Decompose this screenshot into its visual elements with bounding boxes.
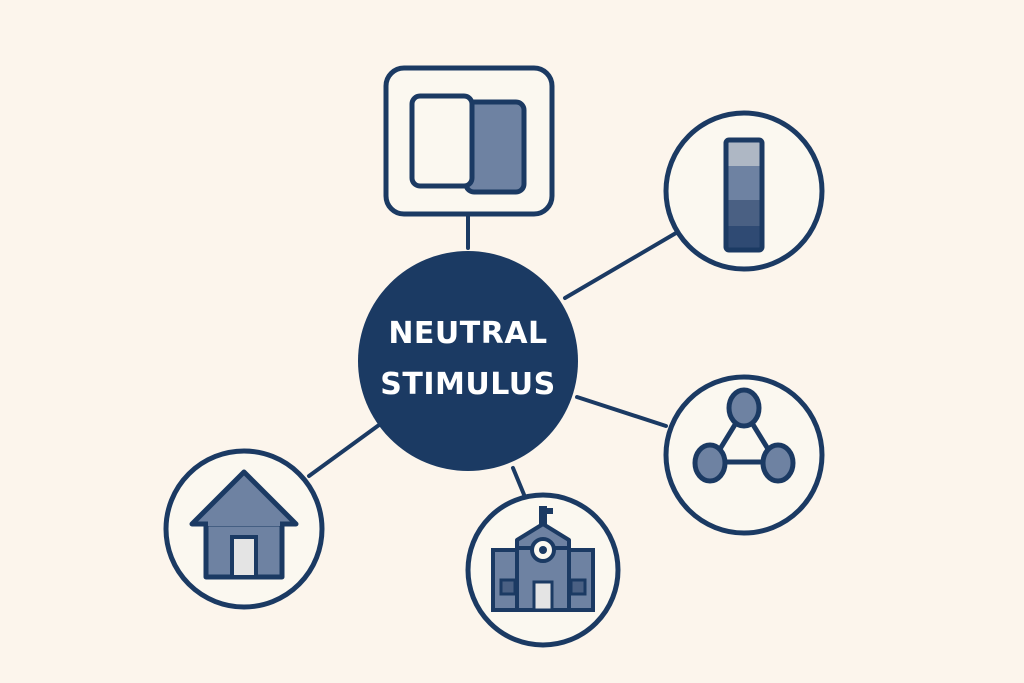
connector-bottom (511, 466, 527, 499)
split-panel-icon (409, 93, 527, 195)
node-house (163, 448, 325, 610)
node-circle (663, 374, 825, 536)
center-circle (358, 251, 578, 471)
center-label-line2: STIMULUS (380, 367, 555, 402)
center-label-line1: NEUTRAL (388, 316, 547, 351)
node-school-building (465, 492, 621, 648)
node-triangle-network (663, 374, 825, 536)
connector-top-right (563, 231, 678, 300)
triangle-network-icon (692, 387, 796, 484)
connector-bottom-left (307, 423, 381, 478)
connector-right (575, 395, 668, 428)
center-node: NEUTRAL STIMULUS (358, 251, 578, 471)
school-building-icon (491, 506, 595, 612)
stacked-bar-icon (723, 137, 765, 253)
connectors (307, 212, 678, 499)
house-icon (189, 469, 299, 580)
node-split-panel (383, 65, 555, 217)
node-stacked-bar (663, 110, 825, 272)
